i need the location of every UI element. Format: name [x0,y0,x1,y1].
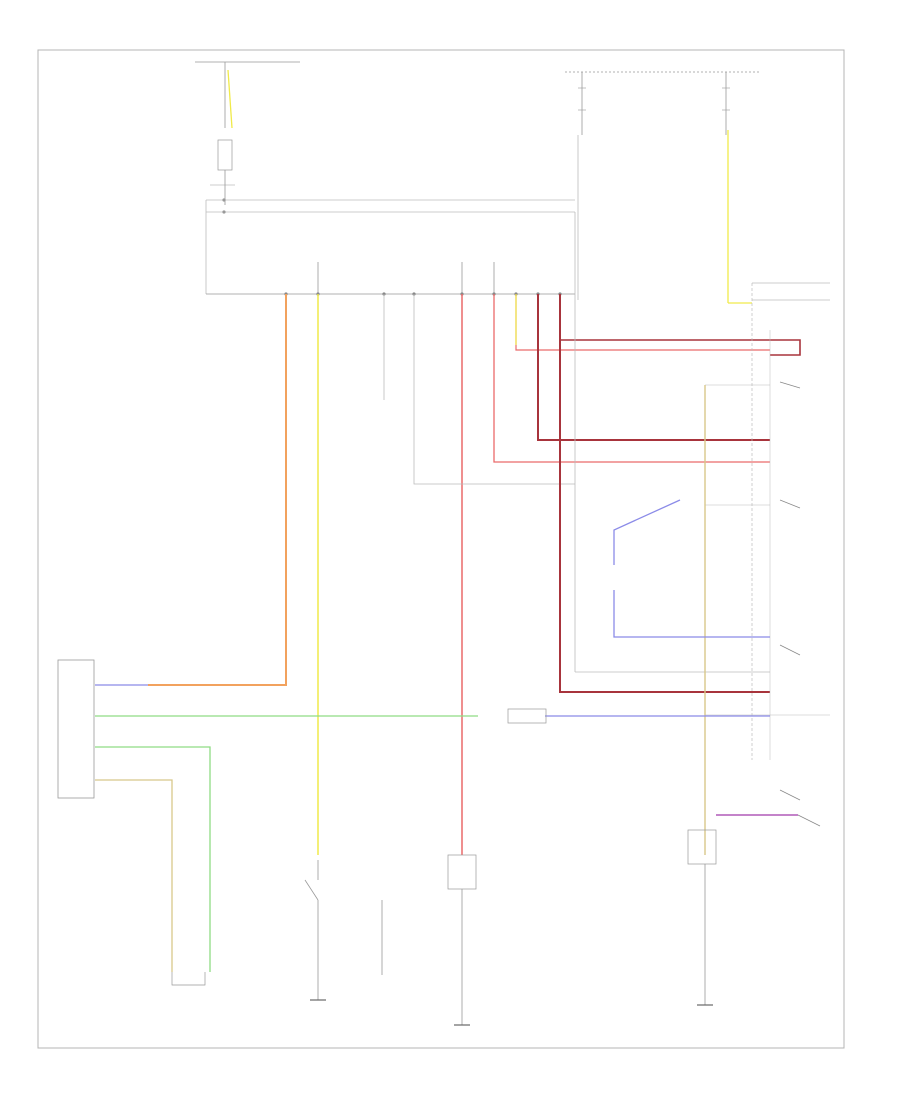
dash-fuse-box [195,61,575,294]
main-wires [148,212,801,855]
ecm-header [206,262,575,296]
diagram-frame [37,49,845,1049]
relay-box [705,282,830,801]
shift-solenoid [171,972,206,986]
ecm-box [57,659,95,799]
relay-coil-box [217,139,233,171]
sub-fuse-boxes [565,71,760,304]
green-wires [95,708,547,972]
blue-wires [95,499,770,717]
pressure-switch [447,854,477,1026]
vss-box [687,814,821,1006]
speed-sensor [304,860,383,1001]
tan-wire-left [95,779,173,972]
clutch-connector [507,708,547,724]
